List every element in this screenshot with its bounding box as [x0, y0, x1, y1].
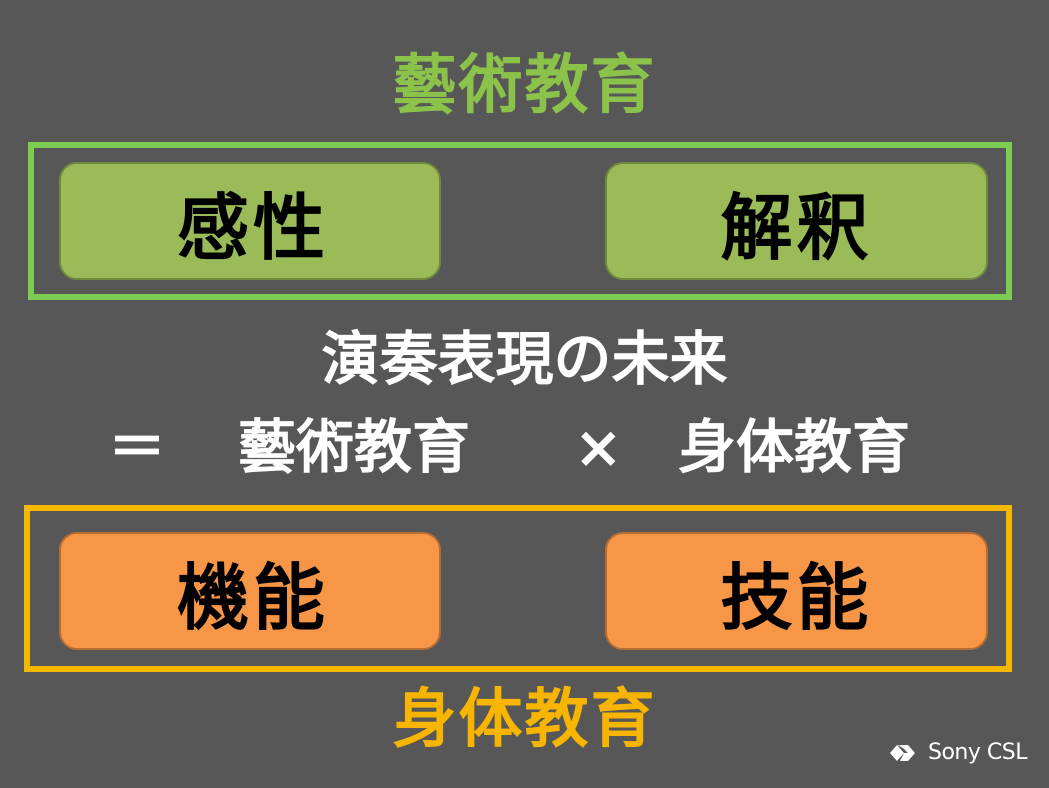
- interpretation-box: 解釈: [605, 162, 988, 280]
- art-education-heading: 藝術教育: [392, 49, 657, 123]
- skill-box: 技能: [605, 532, 988, 650]
- equals-sign: ＝: [108, 413, 167, 481]
- body-education-frame: [24, 505, 1012, 672]
- sensitivity-box: 感性: [59, 162, 441, 280]
- sensitivity-label: 感性: [176, 185, 329, 270]
- equation-body-term: 身体教育: [678, 413, 911, 481]
- sony-csl-logo-icon: [890, 744, 915, 761]
- interpretation-label: 解釈: [720, 185, 873, 270]
- body-education-heading: 身体教育: [392, 683, 657, 757]
- function-label: 機能: [176, 555, 329, 640]
- art-education-frame: [28, 142, 1012, 300]
- logo-text: Sony CSL: [928, 740, 1027, 765]
- equation-art-term: 藝術教育: [238, 413, 471, 481]
- equation-title: 演奏表現の未来: [321, 325, 728, 393]
- sony-csl-logo: Sony CSL: [888, 740, 1027, 765]
- function-box: 機能: [59, 532, 441, 650]
- times-sign: ×: [574, 413, 623, 481]
- skill-label: 技能: [720, 555, 873, 640]
